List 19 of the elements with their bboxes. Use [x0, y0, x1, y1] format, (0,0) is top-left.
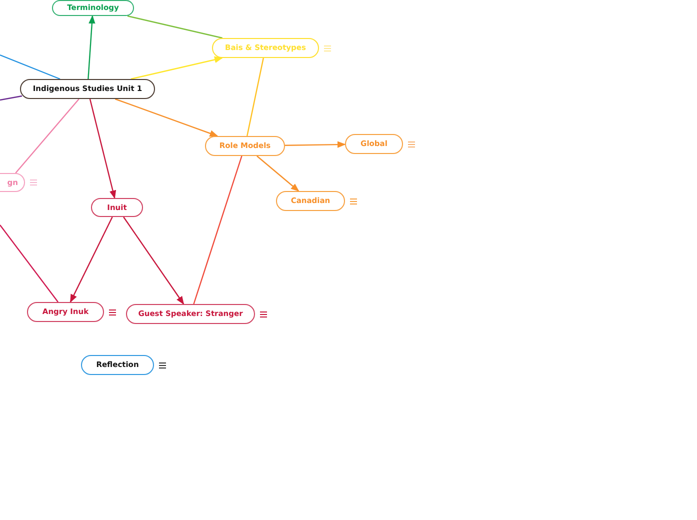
connector-arrow [130, 56, 223, 80]
topic-pill [345, 134, 403, 154]
topic-pill [27, 302, 104, 322]
topic-pill [20, 79, 155, 99]
connector-arrow [284, 141, 346, 148]
connector-arrow [123, 216, 184, 305]
connector-arrow [88, 15, 96, 80]
topic-pill [91, 198, 143, 217]
topic-pill [126, 304, 255, 324]
topic-pill [212, 38, 319, 58]
connector-arrow [89, 98, 116, 199]
topic-pill [205, 136, 285, 156]
connector-arrow [70, 216, 113, 303]
connector-arrow [256, 156, 300, 192]
topic-pill [0, 173, 25, 192]
topic-pill [81, 355, 154, 375]
topic-pill [276, 191, 345, 211]
connector-arrow [114, 98, 218, 137]
topic-pill [52, 0, 134, 16]
